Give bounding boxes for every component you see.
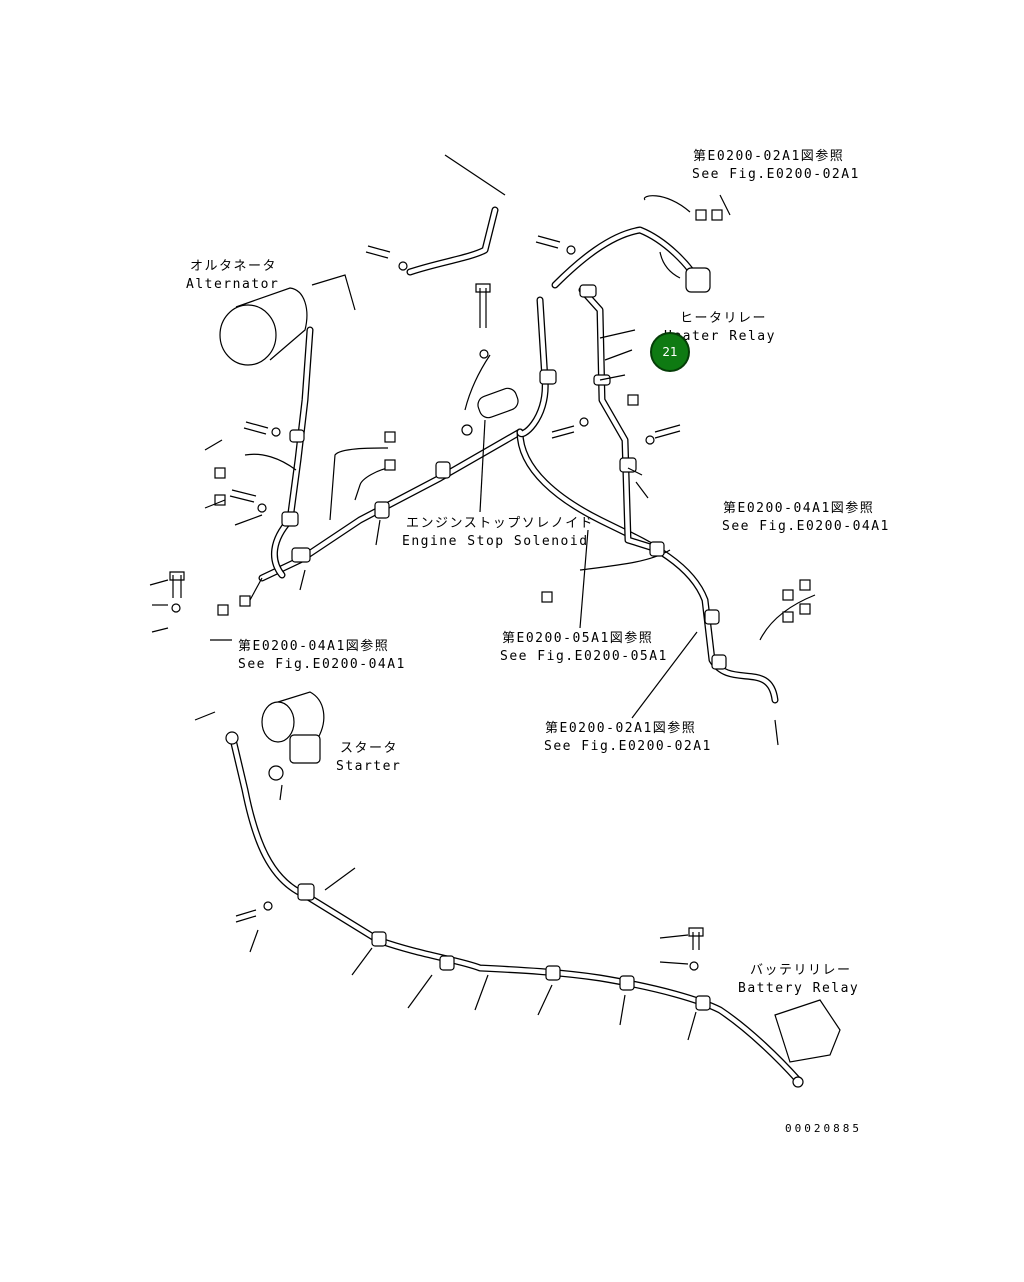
ref-02a1-top-ja: 第E0200-02A1図参照 [693,149,845,164]
leader-lines [149,154,779,1041]
label-engine-stop-solenoid-ja: エンジンストップソレノイド [406,516,595,531]
label-starter-en: Starter [336,759,402,774]
label-heater-relay-ja: ヒータリレー [680,311,768,326]
label-alternator-ja: オルタネータ [190,259,278,274]
battery-relay [774,999,841,1063]
bolts [169,235,804,1088]
ref-02a1-bottom-en: See Fig.E0200-02A1 [544,739,712,754]
label-engine-stop-solenoid-en: Engine Stop Solenoid [402,534,589,549]
ref-02a1-top-en: See Fig.E0200-02A1 [692,167,860,182]
ref-04a1-left-ja: 第E0200-04A1図参照 [238,639,390,654]
heater-relay-harness [578,286,664,554]
drawing-number: 00020885 [785,1122,862,1135]
ref-04a1-right-ja: 第E0200-04A1図参照 [723,501,875,516]
harness-clamps [281,284,727,1011]
starter-battery-cable [228,731,802,1084]
heater-relay [685,267,711,293]
alternator [219,304,277,366]
label-alternator-en: Alternator [186,277,280,292]
starter [261,701,295,743]
engine-stop-solenoid [477,387,519,419]
label-battery-relay-en: Battery Relay [738,981,860,996]
ref-04a1-left-en: See Fig.E0200-04A1 [238,657,406,672]
ref-02a1-bottom-ja: 第E0200-02A1図参照 [545,721,697,736]
ref-05a1-en: See Fig.E0200-05A1 [500,649,668,664]
ref-04a1-right-en: See Fig.E0200-04A1 [722,519,890,534]
label-battery-relay-ja: バッテリリレー [750,963,852,978]
label-starter-ja: スタータ [340,741,399,756]
label-heater-relay-en: Heater Relay [664,329,776,344]
connectors [214,209,811,623]
ref-05a1-ja: 第E0200-05A1図参照 [502,631,654,646]
callout-21-button[interactable]: 21 [650,332,690,372]
